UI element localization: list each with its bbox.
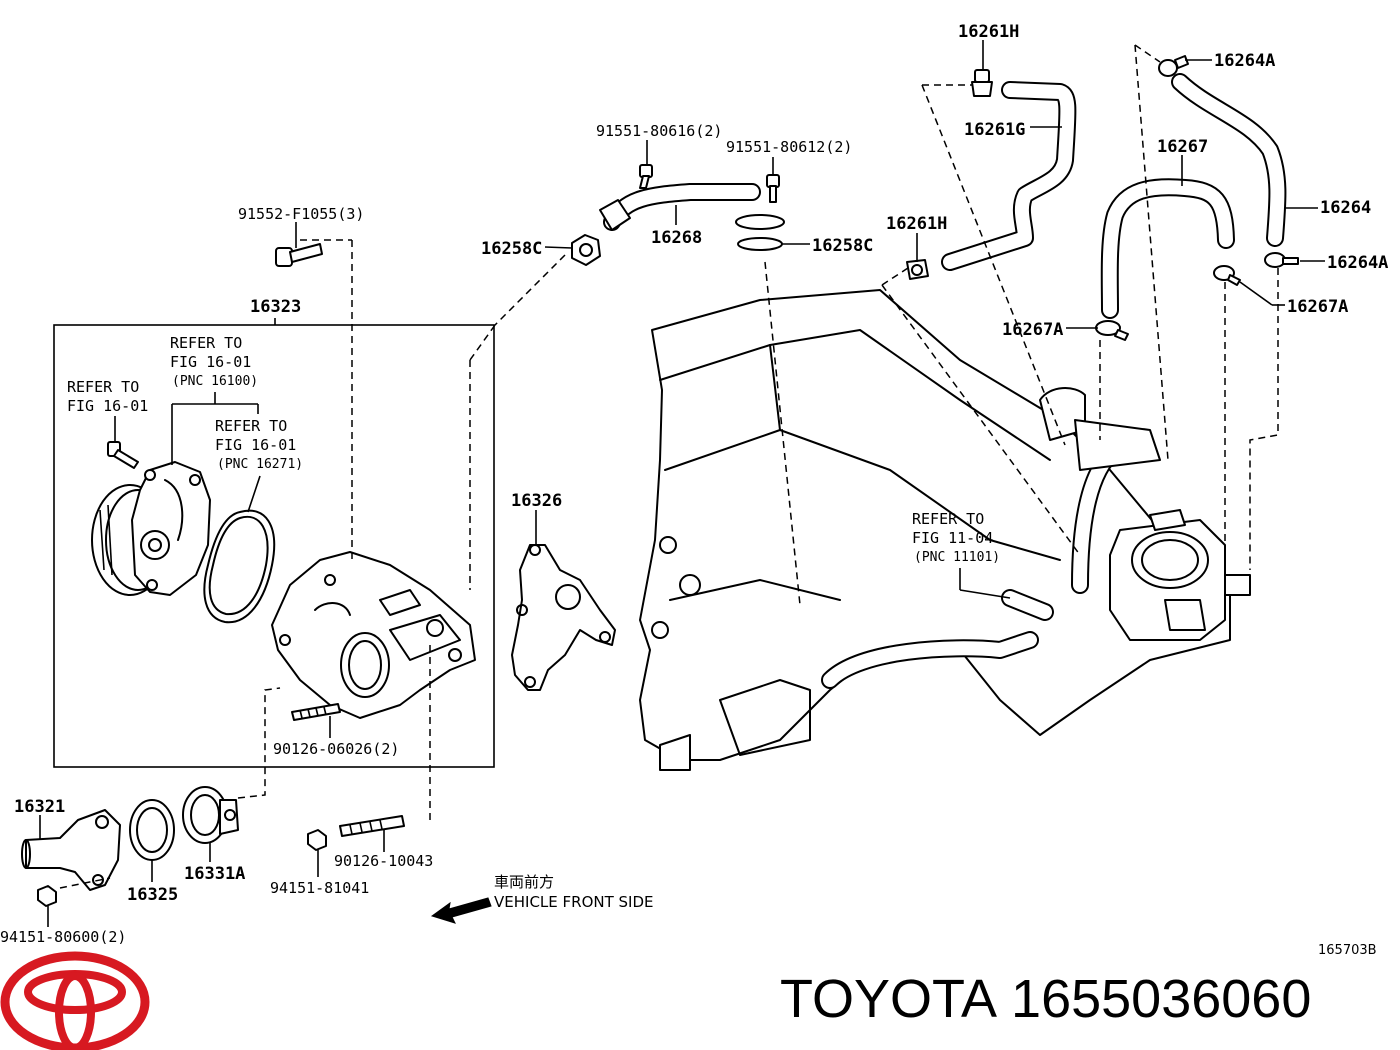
thermostat-16331a-drawing <box>182 786 239 844</box>
label-16325: 16325 <box>127 885 178 905</box>
label-16261h-mid: 16261H <box>886 214 947 234</box>
svg-text:REFER TO: REFER TO <box>170 334 242 352</box>
arrow-left-icon <box>430 897 492 924</box>
label-91552-f1055: 91552-F1055(3) <box>238 205 364 223</box>
label-16258c-right: 16258C <box>812 236 873 256</box>
hose-16267-drawing <box>1100 178 1235 319</box>
label-16267a-right: 16267A <box>1287 297 1348 317</box>
svg-text:REFER TO: REFER TO <box>67 378 139 396</box>
part-number: 1655036060 <box>1011 969 1312 1029</box>
label-90126-10043: 90126-10043 <box>334 852 433 870</box>
clamp-16267a-right <box>1213 265 1241 286</box>
label-16258c-left: 16258C <box>481 239 542 259</box>
water-inlet-16321-drawing <box>21 809 121 891</box>
svg-text:FIG 16-01: FIG 16-01 <box>67 397 148 415</box>
label-16267: 16267 <box>1157 137 1208 157</box>
label-16331a: 16331A <box>184 864 245 884</box>
water-pump-drawing <box>91 461 211 596</box>
gasket-16325-drawing <box>129 799 175 861</box>
label-90126-06026: 90126-06026(2) <box>273 740 399 758</box>
pipe-16268-drawing <box>599 183 761 231</box>
clamp-16264a-top <box>1158 55 1189 77</box>
refer-note-pnc-11101: REFER TO FIG 11-04 (PNC 11101) <box>912 510 1000 565</box>
gasket-16258c-right-upper <box>735 214 785 230</box>
stud-90126-10043 <box>339 815 405 837</box>
label-16264: 16264 <box>1320 198 1371 218</box>
gasket-16258c-right <box>737 237 783 251</box>
label-16264a-right: 16264A <box>1327 253 1388 273</box>
water-inlet-housing-drawing <box>271 551 476 719</box>
throttle-body-drawing <box>1109 509 1251 641</box>
label-16321: 16321 <box>14 797 65 817</box>
bolt-91551-80612 <box>766 174 780 203</box>
label-16268: 16268 <box>651 228 702 248</box>
toyota-logo <box>0 951 150 1050</box>
svg-text:FIG 11-04: FIG 11-04 <box>912 529 993 547</box>
gasket-16326-drawing <box>511 544 616 691</box>
diagram-code: 165703B <box>1318 943 1377 958</box>
clamp-16267a-left <box>1095 320 1129 341</box>
svg-text:FIG 16-01: FIG 16-01 <box>215 436 296 454</box>
clip-16261h-top <box>971 69 993 97</box>
refer-note-pnc-16100: REFER TO FIG 16-01 (PNC 16100) <box>170 334 258 389</box>
label-16264a-top: 16264A <box>1214 51 1275 71</box>
nut-94151-80600 <box>37 885 57 907</box>
refer-note-pnc-16271: REFER TO FIG 16-01 (PNC 16271) <box>215 417 303 472</box>
svg-text:FIG 16-01: FIG 16-01 <box>170 353 251 371</box>
stud-90126-06026 <box>291 703 341 721</box>
label-16261g: 16261G <box>964 120 1025 140</box>
label-94151-81041: 94151-81041 <box>270 879 369 897</box>
hose-16261g-drawing <box>941 81 1077 271</box>
label-16323: 16323 <box>250 297 301 317</box>
leader-lines <box>39 40 1325 927</box>
label-16267a-left: 16267A <box>1002 320 1063 340</box>
clip-16261h-mid <box>906 259 929 280</box>
label-91551-80612: 91551-80612(2) <box>726 138 852 156</box>
bolt-91551-80616 <box>639 164 653 189</box>
assembly-box-16323 <box>53 324 495 768</box>
hose-16264-drawing <box>1171 73 1287 247</box>
clamp-16264a-right <box>1264 252 1299 268</box>
gasket-ring-drawing <box>203 509 276 624</box>
direction-text-jp: 車両前方 <box>494 873 554 891</box>
svg-text:(PNC 11101): (PNC 11101) <box>914 550 1000 565</box>
engine-block-drawing <box>639 289 1251 771</box>
svg-text:REFER TO: REFER TO <box>912 510 984 528</box>
bolt-refer-b <box>107 441 139 469</box>
svg-text:(PNC 16271): (PNC 16271) <box>217 457 303 472</box>
label-94151-80600: 94151-80600(2) <box>0 928 126 946</box>
svg-text:(PNC 16100): (PNC 16100) <box>172 374 258 389</box>
svg-text:REFER TO: REFER TO <box>215 417 287 435</box>
brand-name: TOYOTA <box>780 969 998 1029</box>
nut-94151-81041 <box>307 829 327 851</box>
label-16326: 16326 <box>511 491 562 511</box>
label-91551-80616: 91551-80616(2) <box>596 122 722 140</box>
label-16261h-top: 16261H <box>958 22 1019 42</box>
direction-text-en: VEHICLE FRONT SIDE <box>494 893 654 911</box>
refer-note-fig-16-01: REFER TO FIG 16-01 <box>67 378 148 415</box>
bolt-91552-f1055 <box>275 243 323 267</box>
